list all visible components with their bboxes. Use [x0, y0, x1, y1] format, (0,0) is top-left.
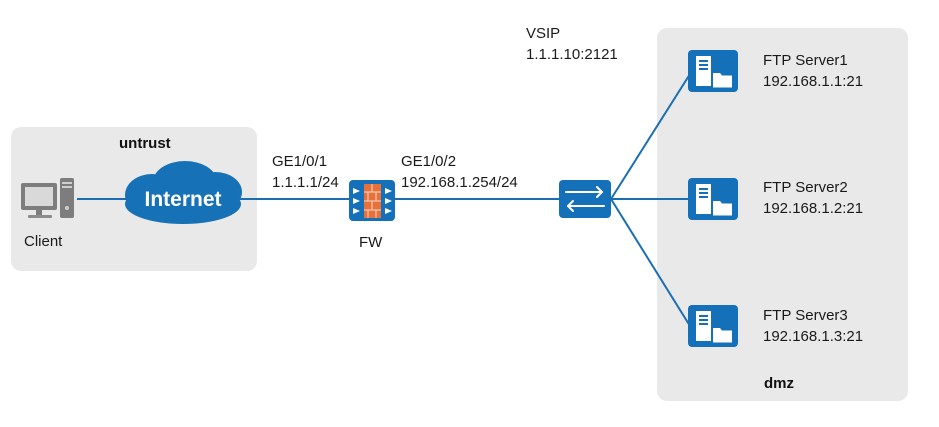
switch-icon: [559, 180, 611, 218]
firewall-icon: [349, 180, 395, 221]
server-icon: [688, 178, 738, 220]
server-icon: [688, 305, 738, 347]
link-switch-server1: [610, 73, 691, 200]
vsip-address: 1.1.1.10:2121: [526, 46, 618, 63]
internet-label: Internet: [144, 188, 222, 211]
server1-address: 192.168.1.1:21: [763, 73, 864, 90]
server3-address: 192.168.1.3:21: [763, 328, 864, 345]
links: [77, 73, 691, 327]
fw-right-interface-ip: 192.168.1.254/24: [401, 174, 518, 191]
server2-name: FTP Server2: [763, 179, 848, 196]
server1-name: FTP Server1: [763, 52, 848, 69]
link-switch-server3: [610, 198, 691, 327]
client-label: Client: [24, 233, 63, 250]
untrust-zone-label: untrust: [119, 135, 171, 152]
vsip-label: VSIP: [526, 25, 561, 42]
desktop-computer-icon: [21, 178, 74, 218]
server2-address: 192.168.1.2:21: [763, 200, 864, 217]
server3-name: FTP Server3: [763, 307, 848, 324]
fw-right-interface-name: GE1/0/2: [401, 153, 457, 170]
fw-label: FW: [359, 234, 383, 251]
fw-left-interface-name: GE1/0/1: [272, 153, 328, 170]
cloud-icon: [125, 161, 242, 224]
server-icon: [688, 50, 738, 92]
fw-left-interface-ip: 1.1.1.1/24: [272, 174, 339, 191]
dmz-zone-label: dmz: [764, 375, 794, 392]
